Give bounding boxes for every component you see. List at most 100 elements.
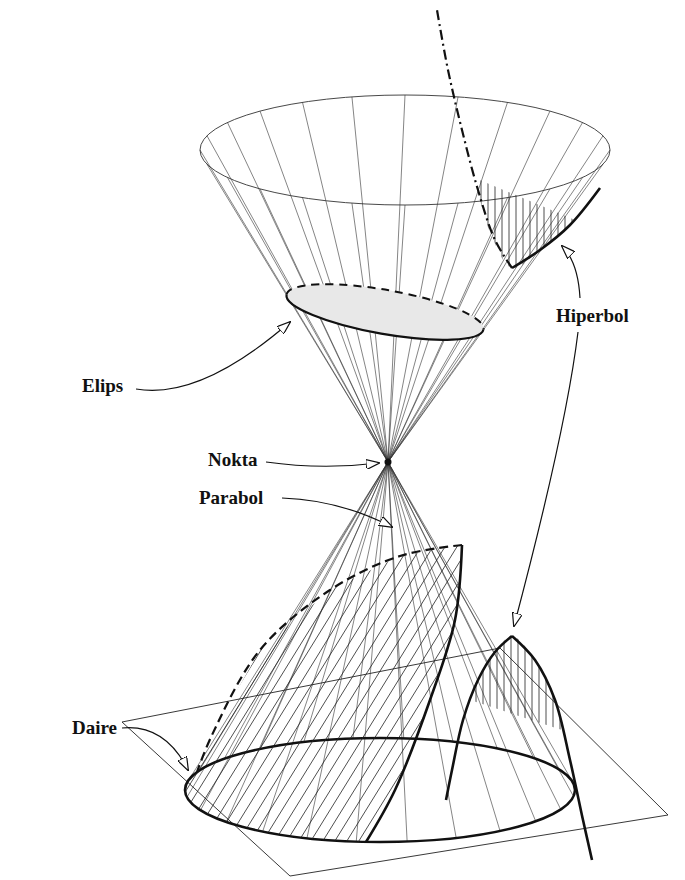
hatch-line [560, 620, 561, 760]
leader-arrow [266, 462, 379, 466]
hatch-line [0, 432, 216, 858]
hatch-line [565, 150, 566, 290]
hatch-line [0, 432, 192, 858]
conic-label: Nokta [208, 450, 258, 471]
hatch-line [0, 432, 132, 858]
generator-line [352, 97, 388, 462]
hatch-line [0, 432, 72, 858]
hatch-line [476, 620, 477, 760]
hatch-line [551, 150, 552, 290]
hatch-line [593, 150, 594, 290]
hatch-line [0, 432, 108, 858]
hatch-line [156, 432, 420, 858]
hatch-line [192, 432, 456, 858]
hatch-line [48, 432, 312, 858]
hatch-line [396, 432, 660, 858]
upper-cone-rim [200, 95, 610, 205]
hatch-line [120, 432, 384, 858]
hatch-line [544, 150, 545, 290]
hatch-line [84, 432, 348, 858]
leader-arrow [562, 246, 580, 298]
hatch-line [502, 150, 503, 290]
generator-line [388, 97, 458, 462]
hatch-line [462, 620, 463, 760]
generator-line [388, 462, 497, 748]
generator-line [304, 462, 388, 742]
cone-generators [186, 95, 610, 842]
generator-line [388, 462, 573, 783]
generator-line [226, 462, 388, 822]
hatch-line [36, 432, 300, 858]
leader-arrow [282, 498, 392, 527]
hatch-line [0, 432, 144, 858]
generator-line [263, 462, 388, 832]
hatch-line [532, 620, 533, 760]
parabola-hatch [0, 432, 685, 858]
hatch-line [300, 432, 564, 858]
hatch-line [588, 432, 685, 858]
hatch-line [481, 150, 482, 290]
hatch-line [240, 432, 504, 858]
generator-line [303, 102, 389, 462]
hatch-line [324, 432, 588, 858]
hatch-line [612, 432, 685, 858]
hatch-line [0, 432, 180, 858]
hatch-line [0, 432, 36, 858]
leader-arrow [122, 728, 188, 770]
hatch-line [60, 432, 324, 858]
lower-hyperbola-left [446, 636, 512, 800]
upper-hyperbola-hidden [437, 10, 512, 268]
leader-arrow [136, 322, 290, 390]
hatch-line [0, 432, 48, 858]
hatch-line [432, 432, 685, 858]
hatch-line [546, 620, 547, 760]
generator-line [353, 462, 388, 739]
hatch-line [579, 150, 580, 290]
hatch-line [490, 620, 491, 760]
hatch-line [0, 432, 168, 858]
generator-line [260, 462, 388, 749]
hatch-line [0, 432, 228, 858]
hatch-line [600, 432, 685, 858]
hatch-line [530, 150, 531, 290]
ellipse-front [283, 295, 484, 351]
hatch-line [469, 620, 470, 760]
hatch-line [444, 432, 685, 858]
hatch-line [336, 432, 600, 858]
generator-line [388, 462, 404, 738]
conic-label: Parabol [199, 488, 263, 509]
upper-hyperbola-visible [512, 188, 600, 268]
generator-line [356, 462, 388, 842]
hatch-line [509, 150, 510, 290]
hatch-line [264, 432, 528, 858]
generator-line [388, 462, 534, 758]
hatch-line [586, 150, 587, 290]
apex-point [385, 459, 392, 466]
hatch-line [553, 620, 554, 760]
hatch-line [180, 432, 444, 858]
generator-line [388, 462, 559, 770]
hatch-line [348, 432, 612, 858]
hatch-line [228, 432, 492, 858]
hatch-line [525, 620, 526, 760]
parabola-hidden [197, 545, 462, 772]
hatch-line [540, 432, 685, 858]
hatch-line [495, 150, 496, 290]
hatch-line [372, 432, 636, 858]
generator-line [388, 462, 500, 831]
hatch-line [528, 432, 685, 858]
hatch-line [276, 432, 540, 858]
conic-label: Elips [82, 376, 123, 397]
hatch-line [360, 432, 624, 858]
hatch-line [108, 432, 372, 858]
hatch-line [0, 432, 120, 858]
hatch-line [0, 432, 12, 858]
hatch-line [420, 432, 684, 858]
hatch-line [384, 432, 648, 858]
base-circle [185, 738, 575, 842]
hatch-line [539, 620, 540, 760]
hatch-line [516, 432, 685, 858]
hatch-line [537, 150, 538, 290]
hatch-line [0, 432, 24, 858]
